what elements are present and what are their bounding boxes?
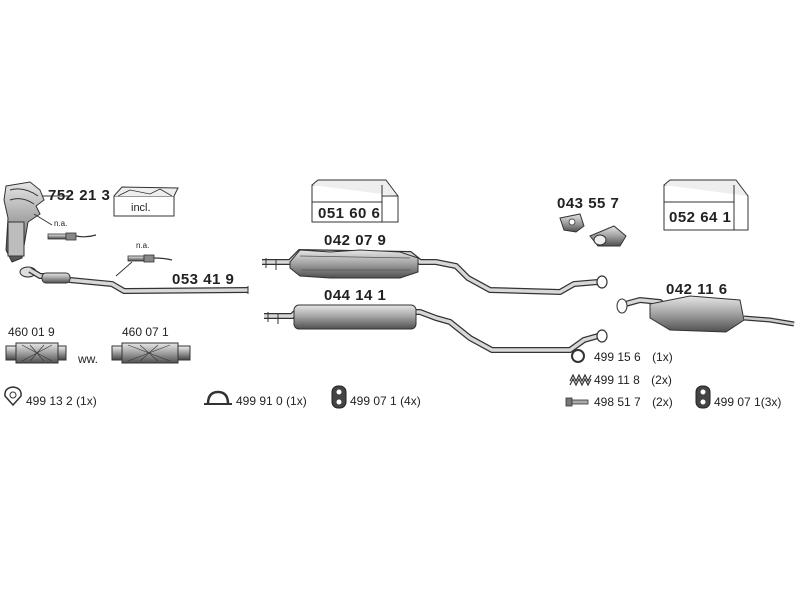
center-silencer-b [264, 304, 608, 353]
box-052-64-1 [663, 179, 749, 231]
accessory-rubber-mount-rear: 499 07 1(3x) [714, 395, 781, 409]
flex-pipe-460-07-1 [111, 342, 191, 364]
code: 499 15 6 [594, 350, 641, 364]
label-rear-silencer: 042 11 6 [666, 281, 728, 298]
box-incl [113, 186, 179, 217]
catalytic-converter [3, 181, 70, 263]
label-mount-kit-center: 051 60 6 [318, 205, 381, 222]
label-front-pipe: 053 41 9 [172, 271, 235, 288]
ring-rear-icon [571, 349, 585, 363]
rubber-mount-rear-icon [695, 385, 711, 409]
label-na-mid: n.a. [136, 241, 150, 250]
code: 499 11 8 [594, 373, 640, 387]
label-ww: ww. [78, 352, 99, 366]
box-051-60-6 [311, 179, 399, 223]
label-mount-kit-rear: 052 64 1 [669, 209, 732, 226]
hanger-parts [559, 213, 627, 247]
accessory-gasket-ring: 499 13 2 (1x) [26, 394, 97, 408]
code: 498 51 7 [594, 395, 641, 409]
label-flex-pipe-a: 460 01 9 [8, 325, 55, 339]
accessory-ring-rear: 499 15 6 (1x) [594, 350, 673, 364]
clamp-icon [204, 390, 232, 405]
lambda-sensor-top [33, 213, 97, 241]
rear-silencer [616, 295, 795, 333]
label-incl: incl. [131, 202, 151, 214]
qty: (3x) [760, 395, 782, 409]
lambda-sensor-mid [115, 254, 173, 277]
qty: (2x) [652, 395, 673, 409]
flex-pipe-460-01-9 [5, 342, 67, 364]
spring-icon [569, 373, 592, 387]
label-catalytic-converter: 752 21 3 [48, 187, 111, 204]
qty: (2x) [651, 373, 672, 387]
accessory-bolt: 498 51 7 (2x) [594, 395, 673, 409]
label-hanger-parts: 043 55 7 [557, 195, 620, 212]
qty: (1x) [652, 350, 673, 364]
bolt-icon [565, 397, 589, 407]
center-silencer-a [262, 248, 608, 296]
code: 499 91 0 [236, 394, 283, 408]
label-na-top: n.a. [54, 219, 68, 228]
code: 499 07 1 [714, 395, 761, 409]
qty: (1x) [76, 394, 97, 408]
code: 499 07 1 [350, 394, 397, 408]
front-pipe [19, 266, 249, 295]
code: 499 13 2 [26, 394, 73, 408]
accessory-rubber-mount-center: 499 07 1 (4x) [350, 394, 421, 408]
accessory-clamp: 499 91 0 (1x) [236, 394, 307, 408]
label-center-silencer-b: 044 14 1 [324, 287, 387, 304]
accessory-spring: 499 11 8 (2x) [594, 373, 672, 387]
label-center-silencer-a: 042 07 9 [324, 232, 387, 249]
gasket-ring-icon [4, 386, 22, 407]
qty: (4x) [400, 394, 421, 408]
rubber-mount-center-icon [331, 385, 347, 409]
label-flex-pipe-b: 460 07 1 [122, 325, 169, 339]
qty: (1x) [286, 394, 307, 408]
